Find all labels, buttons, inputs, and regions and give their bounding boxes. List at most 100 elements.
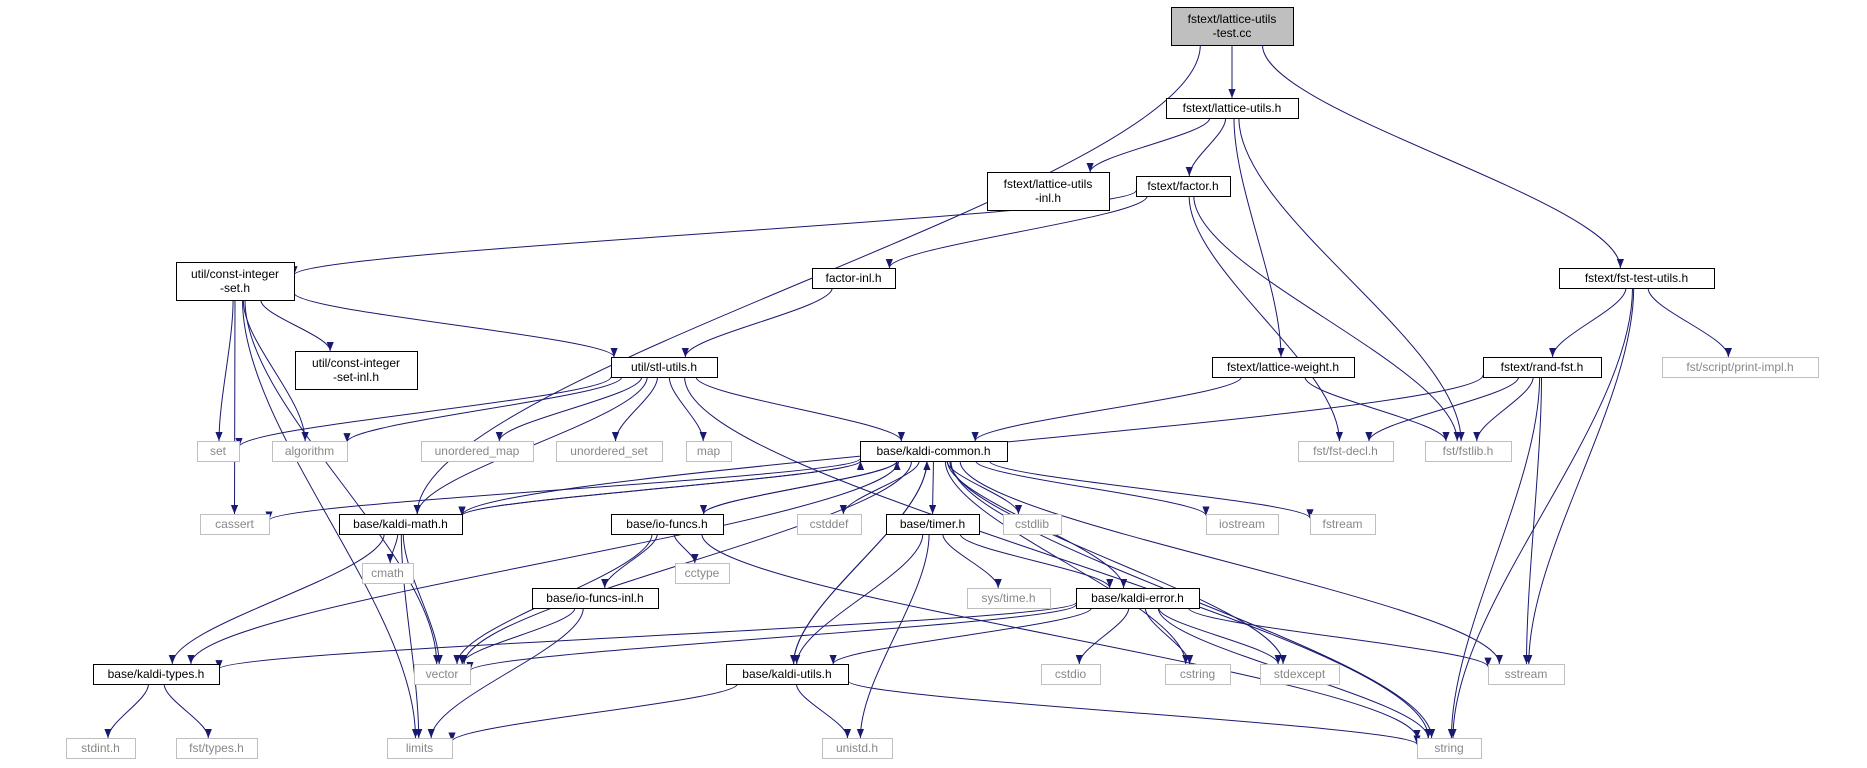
edge-rand_fst-to-sstream [1522, 376, 1542, 665]
node-cstdlib: cstdlib [1003, 514, 1062, 535]
node-io-funcs[interactable]: base/io-funcs.h [611, 514, 724, 535]
node-box [1662, 357, 1819, 378]
node-factor-inl[interactable]: factor-inl.h [812, 268, 896, 289]
node-fst-test-utils[interactable]: fstext/fst-test-utils.h [1559, 268, 1715, 289]
node-label: base/timer.h [900, 517, 965, 531]
node-label: fstext/fst-test-utils.h [1585, 271, 1688, 285]
node-fst-decl: fst/fst-decl.h [1298, 441, 1394, 462]
node-label: fst/script/print-impl.h [1686, 360, 1793, 374]
node-label: base/io-funcs-inl.h [546, 591, 643, 605]
node-factor-h[interactable]: fstext/factor.h [1136, 176, 1231, 197]
node-box [93, 664, 220, 685]
edge-kaldi_math-to-kaldi_common [461, 460, 864, 517]
node-cctype: cctype [675, 563, 730, 584]
node-box [339, 514, 463, 535]
node-io-funcs-inl[interactable]: base/io-funcs-inl.h [532, 588, 659, 609]
node-label: vector [426, 667, 459, 681]
edge-kaldi_error-to-kaldi_utils [829, 607, 1092, 665]
edge-factor_h-to-factor_inl [885, 195, 1148, 269]
node-label: -set.h [220, 281, 250, 295]
node-box [295, 351, 418, 390]
edge-const_integer_set-to-limits [242, 299, 420, 739]
node-kaldi-error[interactable]: base/kaldi-error.h [1076, 588, 1200, 609]
node-label: map [697, 444, 721, 458]
node-timer[interactable]: base/timer.h [886, 514, 980, 535]
node-root[interactable]: fstext/lattice-utils-test.cc [1171, 7, 1294, 46]
edge-kaldi_math-to-vector [402, 533, 443, 665]
node-label: factor-inl.h [825, 271, 881, 285]
node-label: cctype [685, 566, 720, 580]
node-box [272, 441, 348, 462]
node-box [1260, 664, 1340, 685]
edge-io_funcs-to-io_funcs_inl [601, 533, 658, 589]
node-box [611, 357, 718, 378]
edge-root-to-kaldi_math [413, 44, 1201, 515]
edge-kaldi_common-to-stdexcept [949, 460, 1287, 665]
node-kaldi-utils[interactable]: base/kaldi-utils.h [726, 664, 849, 685]
edge-kaldi_math-to-kaldi_types [168, 533, 385, 665]
node-map: map [686, 441, 732, 462]
dependency-nodes: fstext/lattice-utils-test.cc fstext/latti… [66, 7, 1819, 759]
node-box [860, 441, 1008, 462]
edge-kaldi_error-to-cstring [1144, 607, 1194, 665]
node-label: cstdlib [1015, 517, 1049, 531]
edge-kaldi_common-to-vector [460, 460, 912, 665]
edge-root-to-fst_test_utils [1262, 44, 1624, 269]
node-label: cstdio [1055, 667, 1087, 681]
edge-fst_test_utils-to-rand_fst [1549, 287, 1627, 358]
node-box [967, 588, 1051, 609]
node-kaldi-common[interactable]: base/kaldi-common.h [860, 441, 1008, 462]
node-cstddef: cstddef [797, 514, 862, 535]
node-box [1076, 588, 1200, 609]
edge-kaldi_common-to-timer [929, 460, 937, 515]
edge-kaldi_common-to-iostream [975, 460, 1210, 516]
edge-rand_fst-to-string [1447, 376, 1541, 739]
node-box [1136, 176, 1231, 197]
node-box [611, 514, 724, 535]
node-box [1003, 514, 1062, 535]
node-label: fstext/lattice-utils.h [1183, 101, 1282, 115]
node-lattice-weight[interactable]: fstext/lattice-weight.h [1212, 357, 1355, 378]
node-box [1212, 357, 1355, 378]
node-sys-time: sys/time.h [967, 588, 1051, 609]
edge-kaldi_error-to-cstdio [1075, 607, 1130, 665]
edge-kaldi_error-to-stdexcept [1158, 607, 1282, 665]
edge-lattice_weight-to-fstlib [1304, 376, 1450, 442]
node-lattice-utils-inl[interactable]: fstext/lattice-utils-inl.h [987, 172, 1110, 211]
node-stl-utils[interactable]: util/stl-utils.h [611, 357, 718, 378]
node-set: set [197, 441, 240, 462]
node-box [556, 441, 663, 462]
node-label: base/kaldi-utils.h [742, 667, 831, 681]
node-label: fstext/factor.h [1147, 179, 1218, 193]
node-rand-fst[interactable]: fstext/rand-fst.h [1483, 357, 1602, 378]
node-lattice-utils-h[interactable]: fstext/lattice-utils.h [1166, 98, 1299, 119]
edge-const_integer_set-to-const_integer_set_inl [260, 299, 334, 352]
edge-kaldi_common-to-cstddef [839, 460, 920, 515]
node-box [797, 514, 862, 535]
dependency-edges [104, 44, 1732, 745]
edge-kaldi_common-to-cstdlib [946, 460, 1023, 515]
node-box [197, 441, 240, 462]
node-box [1417, 738, 1482, 759]
node-iostream: iostream [1206, 514, 1279, 535]
node-label: fstream [1322, 517, 1362, 531]
edge-kaldi_utils-to-unistd [796, 683, 852, 739]
edge-const_integer_set-to-cassert [230, 299, 239, 515]
node-const-integer-set-inl[interactable]: util/const-integer-set-inl.h [295, 351, 418, 390]
edge-fst_test_utils-to-sstream [1525, 287, 1635, 665]
node-label: fst/fstlib.h [1443, 444, 1494, 458]
node-kaldi-math[interactable]: base/kaldi-math.h [339, 514, 463, 535]
edge-io_funcs-to-string [701, 533, 1421, 739]
node-box [1488, 664, 1565, 685]
node-const-integer-set[interactable]: util/const-integer-set.h [176, 262, 295, 301]
node-box [421, 441, 534, 462]
node-unordered-set: unordered_set [556, 441, 663, 462]
node-fst-types: fst/types.h [176, 738, 258, 759]
node-print-impl: fst/script/print-impl.h [1662, 357, 1819, 378]
node-kaldi-types[interactable]: base/kaldi-types.h [93, 664, 220, 685]
node-unordered-map: unordered_map [421, 441, 534, 462]
edge-io_funcs-to-kaldi_common [703, 460, 901, 515]
node-label: util/const-integer [312, 356, 400, 370]
node-algorithm: algorithm [272, 441, 348, 462]
